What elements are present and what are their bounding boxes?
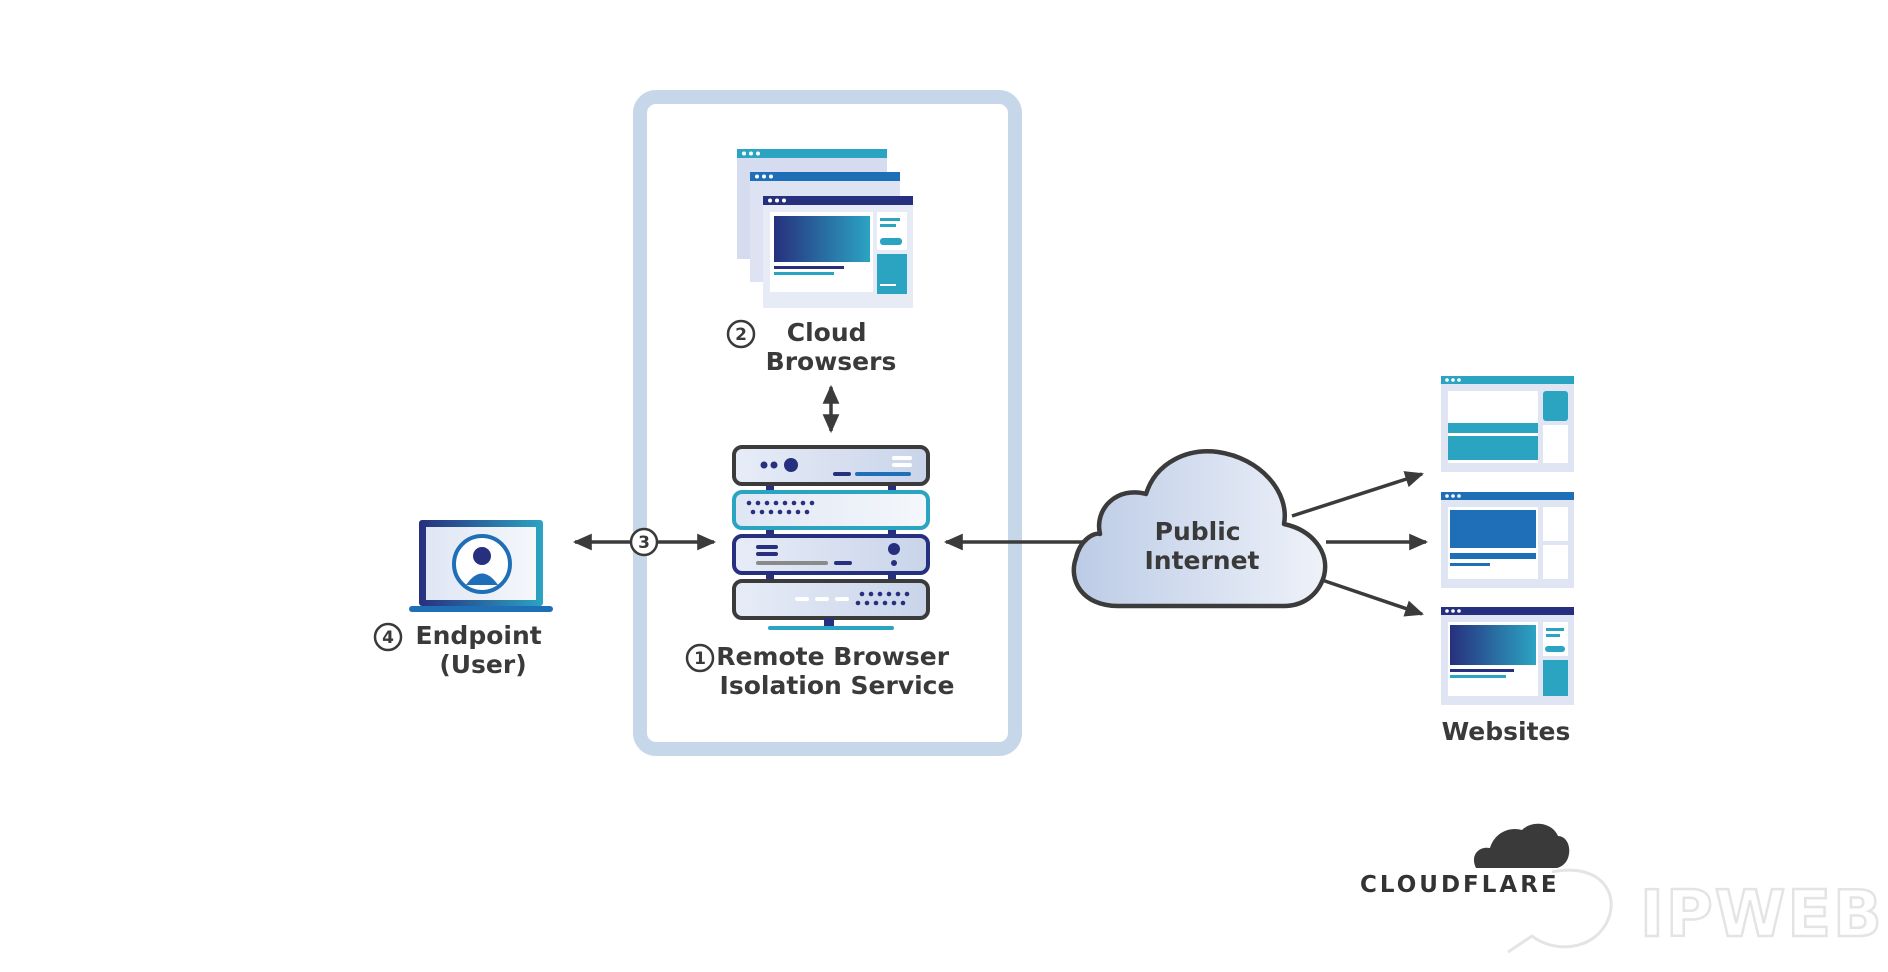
svg-text:1: 1 (694, 649, 706, 669)
internet-website-arrow-3 (1321, 578, 1424, 617)
public-internet-label: Public Internet (1144, 517, 1259, 575)
connection-marker: 3 (629, 527, 659, 557)
svg-text:2: 2 (735, 325, 747, 345)
endpoint-label: Endpoint (User) (416, 621, 551, 679)
svg-text:3: 3 (638, 533, 650, 553)
service-boundary-frame (633, 90, 1022, 756)
browser-windows-icon (737, 149, 913, 308)
rbi-service-label: Remote Browser Isolation Service (716, 642, 958, 700)
rbi-service-marker: 1 (685, 643, 715, 673)
svg-text:CLOUDFLARE: CLOUDFLARE (1360, 872, 1560, 898)
internet-website-arrow-1 (1291, 471, 1424, 518)
watermark-logo-icon: IPWEB (1507, 868, 1884, 953)
cloudflare-logo-icon: CLOUDFLARE (1360, 823, 1570, 898)
websites-label: Websites (1442, 717, 1571, 746)
website-window-icon (1441, 492, 1574, 588)
server-stack-icon (732, 445, 930, 630)
laptop-user-icon (409, 520, 553, 612)
svg-text:4: 4 (382, 628, 394, 648)
website-window-icon (1441, 607, 1574, 705)
endpoint-marker: 4 (373, 622, 403, 652)
cloud-icon (1071, 449, 1328, 609)
svg-text:IPWEB: IPWEB (1640, 878, 1884, 952)
cloud-browsers-marker: 2 (726, 319, 756, 349)
website-window-icon (1441, 376, 1574, 472)
cloud-browsers-label: Cloud Browsers (766, 318, 897, 376)
